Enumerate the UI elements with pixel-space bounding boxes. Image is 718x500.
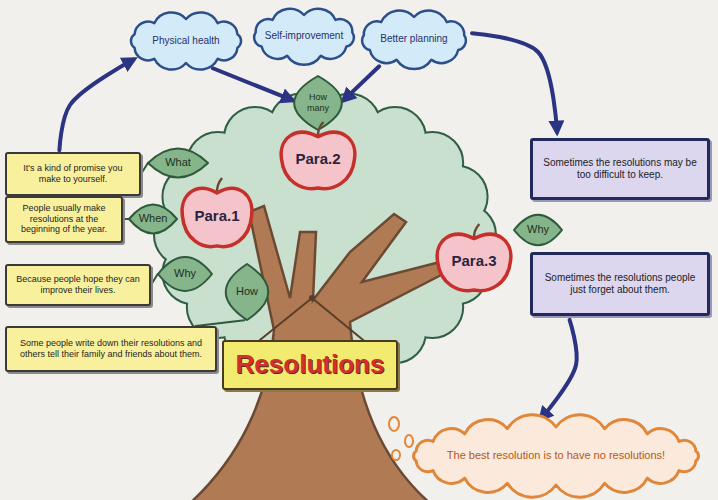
answer-box: Because people hope they can improve the…: [5, 264, 151, 306]
title-sign-text: Resolutions: [236, 349, 385, 380]
question-leaf: Why: [156, 254, 214, 294]
answer-box-text: Some people write down their resolutions…: [12, 338, 210, 360]
question-leaf: Why: [512, 212, 564, 248]
paragraph-apple: Para.2: [280, 126, 356, 192]
paragraph-apple-text: Para.1: [194, 207, 239, 225]
answer-box: People usually make resolutions at the b…: [5, 196, 123, 243]
answer-box-text: It's a kind of promise you make to yours…: [12, 163, 134, 185]
question-leaf-text: Why: [527, 223, 549, 236]
answer-box: Some people write down their resolutions…: [5, 326, 217, 372]
topic-cloud: Physical health: [125, 12, 247, 70]
drop: [405, 435, 413, 447]
paragraph-apple-shape: [437, 234, 511, 290]
flow-arrow: [213, 68, 292, 100]
topic-cloud-shape: [362, 10, 466, 69]
drop: [392, 450, 400, 460]
paragraph-apple: Para.3: [436, 228, 512, 294]
answer-box-text: People usually make resolutions at the b…: [12, 203, 116, 235]
question-leaf-text: How many: [298, 92, 338, 114]
answer-box-text: Because people hope they can improve the…: [12, 274, 144, 296]
question-leaf-shape: [514, 215, 562, 246]
reason-box: Sometimes the resolutions people just fo…: [530, 252, 710, 316]
topic-cloud-text: Self-improvement: [265, 30, 343, 42]
paragraph-apple-shape: [281, 132, 355, 188]
paragraph-apple-text: Para.3: [451, 252, 496, 270]
question-leaf-shape: [129, 205, 177, 234]
question-leaf-shape: [148, 149, 208, 178]
conclusion-cloud: The best resolution is to have no resolu…: [405, 418, 707, 494]
leaf-stem: [141, 163, 148, 174]
tree-trunk: [188, 206, 445, 500]
question-leaf-shape: [226, 264, 269, 320]
conclusion-cloud-shape: [414, 415, 699, 497]
question-leaf-text: What: [165, 156, 191, 169]
title-sign: Resolutions: [222, 340, 398, 390]
reason-box: Sometimes the resolutions may be too dif…: [530, 138, 710, 200]
topic-cloud-text: Better planning: [380, 33, 447, 45]
drop: [389, 417, 399, 431]
nail: [309, 295, 315, 301]
question-leaf: When: [127, 202, 179, 236]
flow-arrow: [344, 66, 379, 100]
topic-cloud-shape: [131, 12, 241, 69]
leaf-stem: [151, 274, 158, 285]
question-leaf-shape: [294, 76, 342, 130]
conclusion-cloud-text: The best resolution is to have no resolu…: [447, 449, 665, 462]
answer-box: It's a kind of promise you make to yours…: [5, 152, 141, 196]
question-leaf: What: [146, 146, 210, 180]
question-leaf: How: [222, 262, 272, 322]
topic-cloud: Better planning: [356, 10, 472, 68]
question-leaf-text: How: [236, 285, 258, 298]
sign-rope: [255, 298, 368, 344]
paragraph-apple: Para.1: [181, 182, 253, 250]
reason-box-text: Sometimes the resolutions people just fo…: [541, 272, 699, 296]
topic-cloud-text: Physical health: [152, 35, 219, 47]
paragraph-apple-shape: [182, 188, 252, 246]
paragraph-apple-text: Para.2: [295, 150, 340, 168]
leaf-stem: [123, 218, 129, 220]
reason-box-text: Sometimes the resolutions may be too dif…: [541, 157, 699, 181]
flow-arrow: [541, 320, 577, 419]
question-leaf: How many: [290, 74, 346, 132]
flow-arrow: [472, 33, 557, 132]
question-leaf-text: When: [139, 212, 168, 225]
question-leaf-shape: [158, 257, 212, 291]
topic-cloud-shape: [254, 9, 354, 65]
topic-cloud: Self-improvement: [248, 8, 360, 64]
question-leaf-text: Why: [174, 267, 196, 280]
flow-arrow: [59, 60, 133, 151]
